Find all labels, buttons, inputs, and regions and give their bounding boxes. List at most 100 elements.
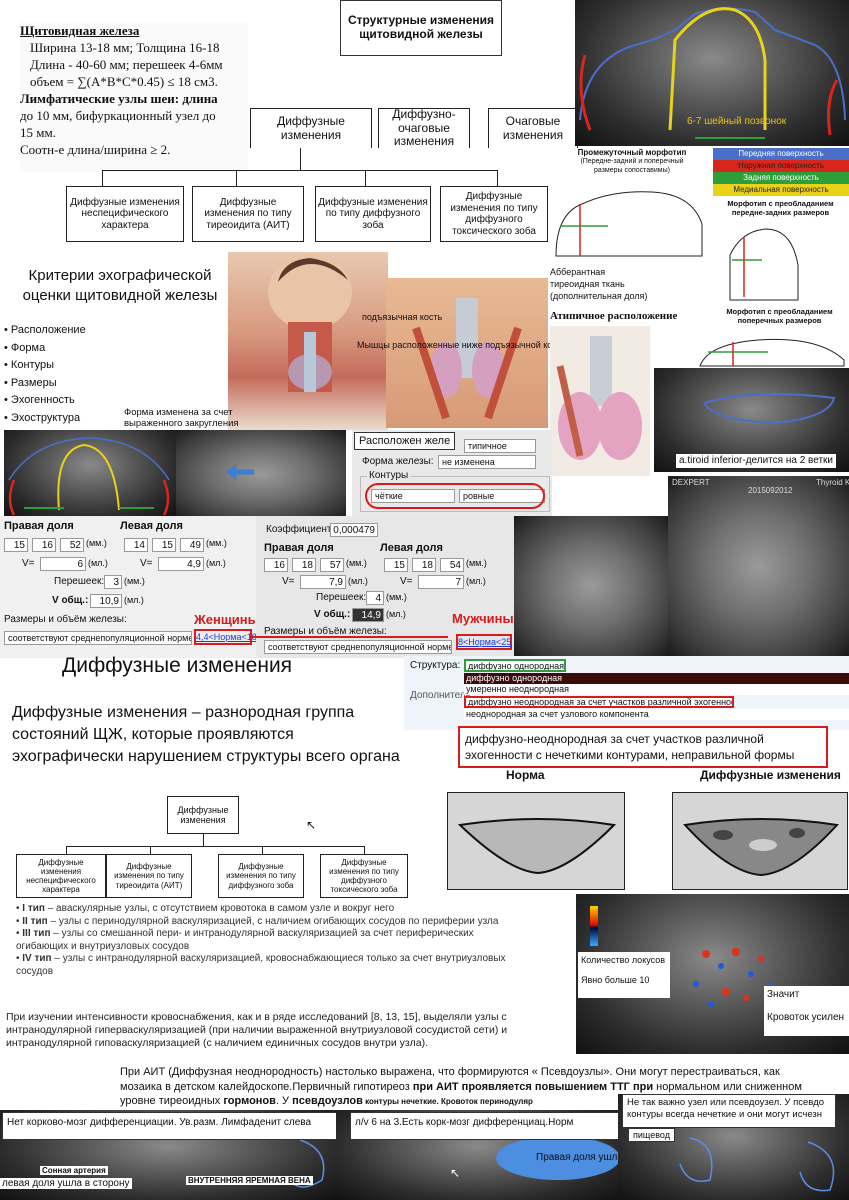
coef-label: Коэффициент: bbox=[266, 524, 335, 535]
vascular-types: • I тип – аваскулярные узлы, с отсутстви… bbox=[16, 903, 512, 1003]
rounded-lobe-contour bbox=[8, 437, 170, 516]
criteria-title: Критерии эхографической оценки щитовидно… bbox=[22, 267, 218, 304]
additional-label: Дополнитель bbox=[410, 690, 471, 701]
v-label: V= bbox=[22, 558, 35, 569]
doppler-ultrasound: Количество локусов Явно больше 10 Значит… bbox=[576, 894, 849, 1054]
women-volume-form: Правая доля Левая доля 15 16 52 (мм.) 14… bbox=[0, 516, 259, 658]
right-lobe-label: Правая доля bbox=[264, 542, 334, 554]
coef-field[interactable]: 0,000479 bbox=[330, 523, 378, 537]
normal-lobe-shape bbox=[457, 818, 617, 875]
pseudonode-contour bbox=[679, 1137, 835, 1192]
isthmus-field[interactable]: 4 bbox=[366, 591, 384, 605]
ultrasound-middle-2: DEXPERT 2015092012 Thyroid K bbox=[668, 476, 849, 656]
structure-option-1[interactable]: диффузно однородная bbox=[464, 673, 849, 684]
structure-option-2[interactable]: умеренно неоднородная bbox=[464, 684, 849, 695]
diffuse-heading: Диффузные изменения bbox=[62, 654, 293, 677]
size-select[interactable]: соответствуют среднепопуляционной норме bbox=[4, 631, 192, 645]
ml-unit: (мл.) bbox=[348, 576, 368, 586]
left-thickness-field[interactable]: 18 bbox=[412, 558, 436, 572]
women-norm-box: 4,4<Норма<18 bbox=[194, 629, 257, 645]
form-shape-select[interactable]: не изменена bbox=[438, 455, 536, 469]
infrahyoid-muscles-label: Мышцы расположенные ниже подъязычной кос… bbox=[357, 340, 566, 350]
esophagus-label: пищевод bbox=[628, 1128, 675, 1142]
contour-smooth-select[interactable]: ровные bbox=[459, 489, 545, 503]
ultrasound-shape-right bbox=[176, 430, 346, 518]
lymph-node-contour bbox=[289, 1139, 325, 1188]
left-lobe-label: Левая доля bbox=[380, 542, 443, 554]
type-2: • II тип – узлы с перинодулярной васкуля… bbox=[16, 915, 499, 927]
structure-label: Структура: bbox=[410, 660, 461, 671]
neck-anatomy-icon bbox=[268, 254, 352, 392]
norms-line-6: 15 мм. bbox=[20, 125, 56, 140]
tree1-connector bbox=[497, 170, 498, 186]
right-width-field[interactable]: 15 bbox=[4, 538, 28, 552]
left-width-field[interactable]: 15 bbox=[384, 558, 408, 572]
thyroid-norms-note: Щитовидная железа Ширина 13-18 мм; Толщи… bbox=[20, 22, 248, 172]
doppler-conclusion-box: Значит Кровоток усилен bbox=[764, 986, 849, 1036]
cursor-icon: ↖ bbox=[450, 1166, 461, 1180]
tree1-connector bbox=[102, 170, 103, 186]
right-thickness-field[interactable]: 16 bbox=[32, 538, 56, 552]
norm-diagram bbox=[447, 792, 625, 890]
type-3: • III тип – узлы со смешанной пери- и ин… bbox=[16, 928, 474, 952]
left-volume-field[interactable]: 4,9 bbox=[158, 557, 204, 571]
total-volume-field[interactable]: 10,9 bbox=[90, 594, 122, 608]
right-length-field[interactable]: 57 bbox=[320, 558, 344, 572]
ultrasound-contour-image: 6-7 шейный позвонок bbox=[575, 0, 849, 146]
diffuse-definition: Диффузные изменения – разнородная группа… bbox=[12, 704, 400, 765]
hyoid-label: подъязычная кость bbox=[362, 312, 443, 322]
tree2-child-nonspecific: Диффузные изменения неспецифического хар… bbox=[16, 854, 106, 898]
ultrasound-middle-1 bbox=[514, 516, 668, 656]
morpho-title-2: Морфотип с преобладанием передне-задних … bbox=[727, 199, 834, 217]
tree2-root: Диффузные изменения bbox=[167, 796, 239, 834]
tree2-connector bbox=[66, 846, 67, 854]
diffuse-lobe-shape bbox=[683, 818, 839, 877]
size-select[interactable]: соответствуют среднепопуляционной норме bbox=[264, 640, 452, 654]
tiroid-label: a.tiroid inferior-делится на 2 ветки bbox=[676, 454, 837, 468]
tree1-diffuse-focal: Диффузно-очаговые изменения bbox=[378, 108, 470, 148]
right-thickness-field[interactable]: 18 bbox=[292, 558, 316, 572]
structure-option-4[interactable]: неоднородная за счет узлового компонента bbox=[464, 709, 849, 720]
left-thickness-field[interactable]: 15 bbox=[152, 538, 176, 552]
v-label: V= bbox=[400, 576, 413, 587]
right-length-field[interactable]: 52 bbox=[60, 538, 84, 552]
morpho-sketch-2 bbox=[729, 228, 799, 301]
tree1-connector bbox=[102, 170, 498, 171]
left-length-field[interactable]: 49 bbox=[180, 538, 204, 552]
right-volume-field[interactable]: 7,9 bbox=[300, 575, 346, 589]
location-select[interactable]: типичное bbox=[464, 439, 536, 453]
tree1-child-ait: Диффузные изменения по типу тиреоидита (… bbox=[192, 186, 304, 242]
left-lobe-label: Левая доля bbox=[120, 520, 183, 532]
thyroid-anatomy-icon bbox=[412, 298, 522, 420]
morphotype-intermediate: Промежуточный морфотип (Передне-задний и… bbox=[552, 148, 712, 266]
left-width-field[interactable]: 14 bbox=[124, 538, 148, 552]
norms-line-1: Ширина 13-18 мм; Толщина 16-18 bbox=[30, 40, 220, 55]
structure-selected[interactable]: диффузно однородная bbox=[464, 659, 566, 672]
atypical-location-label: Атипичное расположение bbox=[550, 310, 678, 322]
cursor-icon: ↖ bbox=[306, 818, 317, 832]
structure-option-3[interactable]: диффузно неоднородная за счет участков р… bbox=[464, 696, 734, 708]
contour-sharp-select[interactable]: чёткие bbox=[371, 489, 455, 503]
ml-unit: (мл.) bbox=[124, 595, 144, 605]
tree2-connector bbox=[203, 834, 204, 846]
right-width-field[interactable]: 16 bbox=[264, 558, 288, 572]
vertebra-label: 6-7 шейный позвонок bbox=[687, 116, 787, 127]
norms-title: Щитовидная железа bbox=[20, 23, 140, 38]
right-volume-field[interactable]: 6 bbox=[40, 557, 86, 571]
left-length-field[interactable]: 54 bbox=[440, 558, 464, 572]
mm-unit: (мм.) bbox=[386, 592, 407, 602]
left-volume-field[interactable]: 7 bbox=[418, 575, 464, 589]
morpho-sketch-1 bbox=[555, 191, 703, 257]
isthmus-field[interactable]: 3 bbox=[104, 575, 122, 589]
right-lobe-label: Правая доля bbox=[4, 520, 74, 532]
doppler-color-overlay bbox=[590, 906, 774, 1007]
morpho-sketch-3 bbox=[699, 338, 845, 367]
left-lobe-shift-label: левая доля ушла в сторону bbox=[0, 1178, 132, 1189]
structural-changes-title: Структурные изменения щитовидной железы bbox=[340, 0, 502, 56]
norms-line-7: Соотн-е длина/ширина ≥ 2. bbox=[20, 142, 171, 157]
anatomy-head-illustration bbox=[228, 252, 388, 430]
contours-highlight bbox=[365, 483, 545, 509]
tree1-focal: Очаговые изменения bbox=[488, 108, 578, 148]
ait-paragraph: При АИТ (Диффузная неоднородность) насто… bbox=[120, 1066, 802, 1107]
total-volume-field[interactable]: 14,9 bbox=[352, 608, 384, 622]
